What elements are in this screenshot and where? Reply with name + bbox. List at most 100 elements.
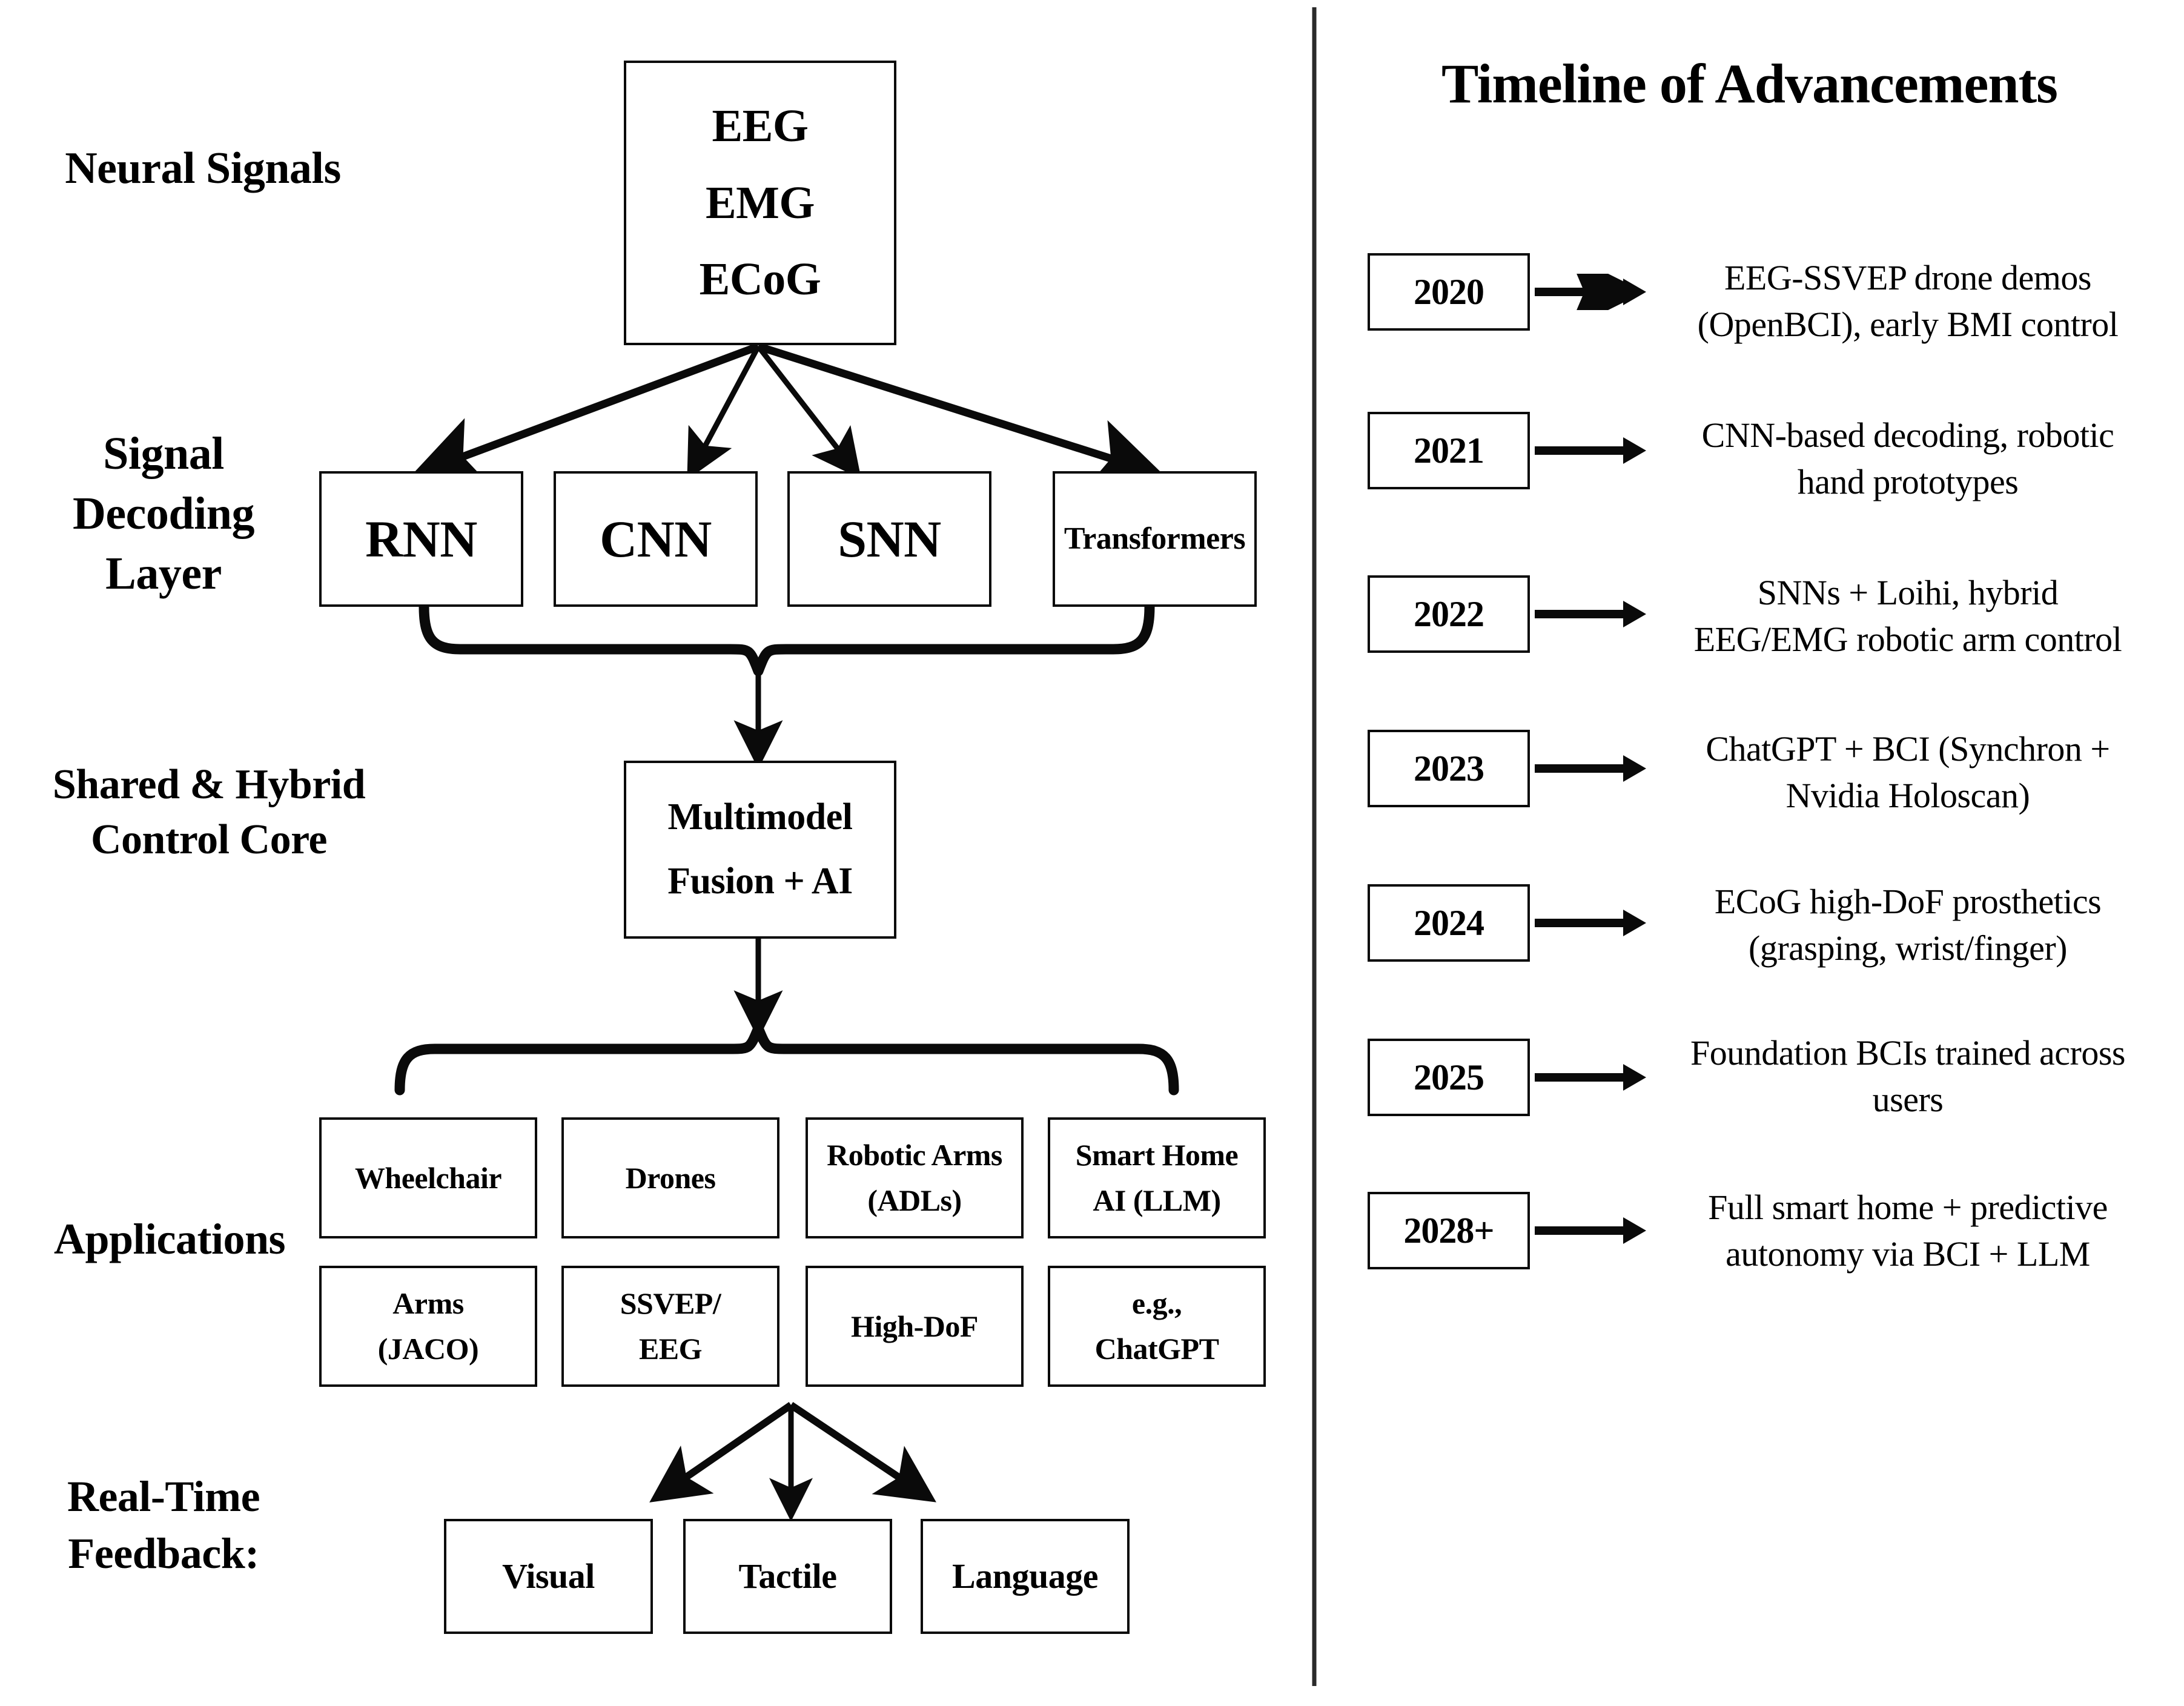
node-line: SNN (838, 509, 941, 568)
year-label: 2025 (1414, 1057, 1484, 1097)
timeline-year-2021[interactable]: 2021 (1368, 412, 1530, 489)
node-wheelchair[interactable]: Wheelchair (319, 1117, 537, 1238)
desc-line: EEG-SSVEP drone demos (1724, 258, 2091, 297)
signal-fanout-arrows (411, 342, 1165, 488)
row-label-realtime-feedback: Real-Time Feedback: (12, 1469, 315, 1582)
node-snn[interactable]: SNN (787, 471, 991, 607)
desc-line: (grasping, wrist/finger) (1749, 928, 2067, 968)
node-line: Drones (625, 1160, 716, 1195)
desc-line: EEG/EMG robotic arm control (1693, 620, 2122, 660)
timeline-arrow-2021 (1535, 437, 1646, 464)
node-eg-chatgpt[interactable]: e.g., ChatGPT (1048, 1266, 1266, 1387)
node-transformers[interactable]: Transformers (1053, 471, 1257, 607)
row-label-line: Neural Signals (65, 144, 341, 193)
timeline-desc-2028plus: Full smart home + predictive autonomy vi… (1650, 1184, 2165, 1277)
node-line: RNN (365, 509, 477, 568)
timeline-desc-2024: ECoG high-DoF prosthetics (grasping, wri… (1653, 878, 2162, 971)
timeline-arrow-2025 (1535, 1064, 1646, 1091)
node-line: AI (LLM) (1093, 1183, 1221, 1217)
timeline-year-2024[interactable]: 2024 (1368, 884, 1530, 962)
node-ssvep-eeg[interactable]: SSVEP/ EEG (561, 1266, 779, 1387)
node-line: Arms (392, 1286, 464, 1320)
node-visual[interactable]: Visual (444, 1519, 653, 1634)
desc-line: Nvidia Holoscan) (1785, 776, 2030, 816)
node-rnn[interactable]: RNN (319, 471, 523, 607)
desc-line: Full smart home + predictive (1708, 1188, 2108, 1227)
node-line: Fusion + AI (667, 861, 853, 902)
node-line: Language (952, 1556, 1098, 1596)
timeline-year-2022[interactable]: 2022 (1368, 575, 1530, 653)
year-label: 2028+ (1403, 1210, 1494, 1251)
timeline-year-2028plus[interactable]: 2028+ (1368, 1192, 1530, 1269)
row-label-signal-decoding-layer: Signal Decoding Layer (18, 424, 309, 603)
node-language[interactable]: Language (921, 1519, 1130, 1634)
node-line: Transformers (1064, 521, 1246, 557)
node-drones[interactable]: Drones (561, 1117, 779, 1238)
desc-line: ChatGPT + BCI (Synchron + (1706, 729, 2110, 769)
timeline-year-2023[interactable]: 2023 (1368, 730, 1530, 807)
row-label-line: Feedback: (68, 1529, 259, 1578)
timeline-title: Timeline of Advancements (1441, 53, 2058, 114)
timeline-desc-2021: CNN-based decoding, robotic hand prototy… (1653, 412, 2162, 505)
node-line: ChatGPT (1094, 1332, 1219, 1366)
apps-distribute-brace (394, 1023, 1179, 1096)
desc-line: ECoG high-DoF prosthetics (1714, 882, 2102, 921)
node-line: (JACO) (377, 1332, 479, 1366)
node-smart-home-ai[interactable]: Smart Home AI (LLM) (1048, 1117, 1266, 1238)
timeline-year-2025[interactable]: 2025 (1368, 1039, 1530, 1116)
node-robotic-arms[interactable]: Robotic Arms (ADLs) (806, 1117, 1024, 1238)
timeline-desc-2022: SNNs + Loihi, hybrid EEG/EMG robotic arm… (1647, 569, 2168, 663)
desc-line: hand prototypes (1797, 462, 2019, 502)
node-cnn[interactable]: CNN (554, 471, 758, 607)
node-line: Robotic Arms (827, 1138, 1002, 1172)
node-line: ECoG (699, 254, 821, 305)
year-label: 2020 (1414, 271, 1484, 312)
node-high-dof[interactable]: High-DoF (806, 1266, 1024, 1387)
row-label-line: Shared & Hybrid (52, 761, 366, 808)
row-label-applications: Applications (12, 1211, 327, 1268)
node-line: High-DoF (851, 1309, 978, 1343)
desc-line: CNN-based decoding, robotic (1701, 415, 2114, 455)
timeline-year-2020[interactable]: 2020 (1368, 253, 1530, 331)
desc-line: Foundation BCIs trained across (1690, 1033, 2125, 1073)
node-line: EEG (712, 100, 809, 151)
timeline-arrow-2028plus (1535, 1217, 1646, 1244)
row-label-line: Signal (103, 428, 224, 479)
node-line: SSVEP/ (620, 1286, 721, 1320)
node-neural-signal-sources[interactable]: EEG EMG ECoG (624, 61, 896, 345)
row-label-line: Control Core (91, 816, 327, 863)
row-label-neural-signals: Neural Signals (18, 139, 388, 197)
node-line: CNN (600, 509, 712, 568)
desc-line: autonomy via BCI + LLM (1726, 1234, 2090, 1274)
timeline-desc-2025: Foundation BCIs trained across users (1644, 1030, 2171, 1123)
row-label-line: Applications (53, 1215, 286, 1263)
row-label-line: Layer (105, 547, 222, 599)
feedback-fanout-arrows (649, 1402, 936, 1522)
row-label-line: Real-Time (67, 1472, 260, 1521)
timeline-desc-2020: EEG-SSVEP drone demos (OpenBCI), early B… (1653, 254, 2162, 348)
timeline-arrow-2022 (1535, 601, 1646, 627)
node-line: EMG (705, 177, 815, 228)
timeline-arrow-2020 (1535, 274, 1646, 310)
node-line: Tactile (738, 1556, 837, 1596)
node-multimodel-fusion-ai[interactable]: Multimodel Fusion + AI (624, 761, 896, 939)
timeline-arrow-2024 (1535, 910, 1646, 936)
desc-line: users (1872, 1080, 1944, 1120)
node-line: Wheelchair (354, 1160, 502, 1195)
node-line: Multimodel (667, 796, 853, 838)
node-arms-jaco[interactable]: Arms (JACO) (319, 1266, 537, 1387)
decoder-merge-brace (419, 601, 1155, 676)
node-line: e.g., (1131, 1286, 1182, 1320)
year-label: 2021 (1414, 430, 1484, 471)
node-tactile[interactable]: Tactile (683, 1519, 892, 1634)
year-label: 2024 (1414, 902, 1484, 943)
desc-line: SNNs + Loihi, hybrid (1757, 573, 2059, 612)
node-line: Visual (502, 1556, 595, 1596)
timeline-arrow-2023 (1535, 755, 1646, 782)
row-label-shared-hybrid-control-core: Shared & Hybrid Control Core (12, 757, 406, 867)
node-line: EEG (638, 1332, 703, 1366)
row-label-line: Decoding (73, 488, 255, 539)
node-line: Smart Home (1075, 1138, 1239, 1172)
year-label: 2023 (1414, 748, 1484, 789)
